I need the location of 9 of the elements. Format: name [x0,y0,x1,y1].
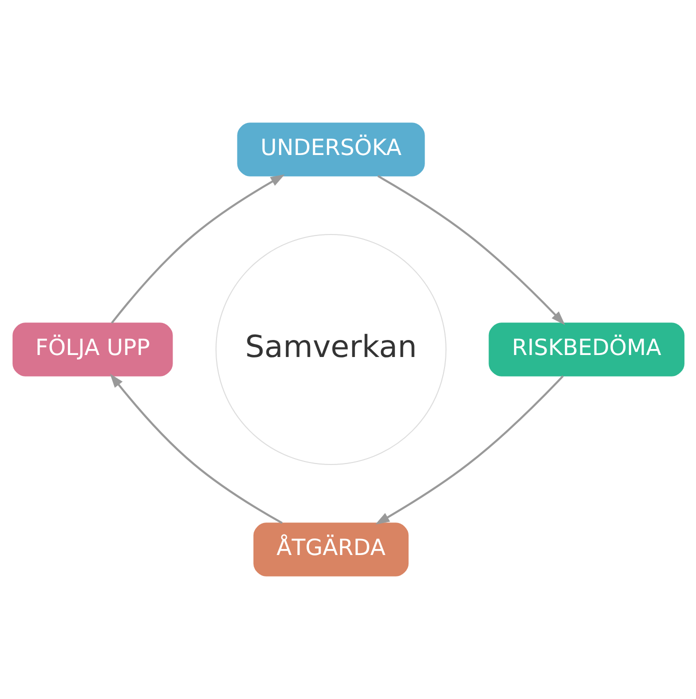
node-box: UNDERSÖKA [236,122,424,176]
arrow [376,175,565,326]
arrow [110,174,284,324]
arrow [109,374,282,524]
arrow [374,375,564,524]
node-box: ÅTGÄRDA [252,522,408,576]
node-circle: Samverkan [215,234,446,465]
node-box: FÖLJA UPP [12,322,172,376]
node-box: RISKBEDÖMA [488,322,684,376]
